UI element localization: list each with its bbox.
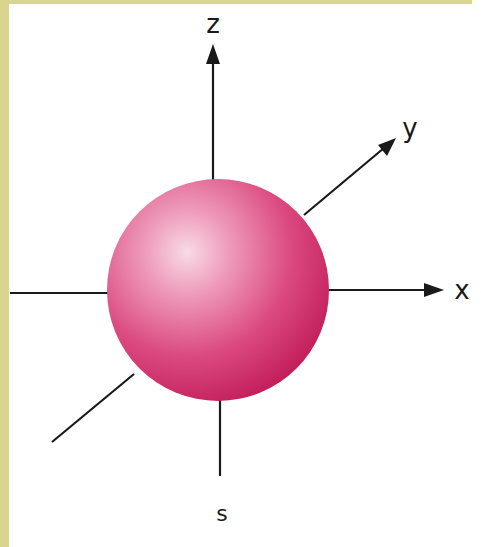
x-axis <box>10 292 108 294</box>
orbital-label: s <box>216 503 227 525</box>
axis-label: x <box>454 277 469 303</box>
x-axis <box>328 289 430 291</box>
s-orbital-sphere <box>107 179 329 401</box>
frame-strip <box>0 0 9 547</box>
axis-lines <box>10 58 430 476</box>
axis-label: z <box>206 11 220 37</box>
arrowhead <box>424 283 444 297</box>
axis-label: y <box>402 115 417 141</box>
y-axis <box>52 374 134 442</box>
frame-strip <box>0 0 481 4</box>
z-axis <box>219 398 221 476</box>
z-axis <box>212 58 214 182</box>
arrowhead <box>378 138 396 156</box>
page-ground <box>472 0 481 547</box>
arrowhead <box>206 44 220 64</box>
y-axis <box>304 148 384 215</box>
